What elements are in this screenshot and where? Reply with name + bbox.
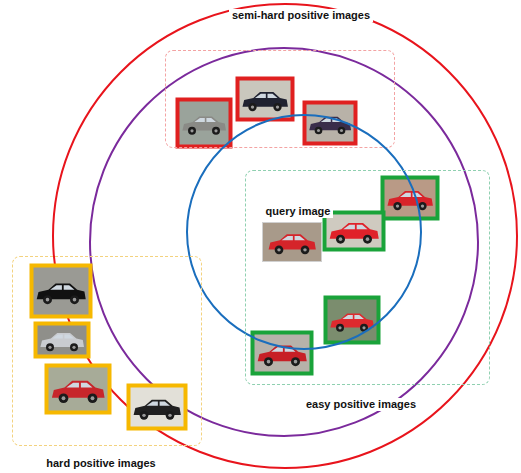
hard-group: hard positive images (12, 256, 202, 446)
semi-hard-group: semi-hard positive images (165, 50, 395, 148)
car-photo (30, 264, 92, 318)
car-photo (236, 77, 294, 121)
outer-circle (53, 4, 517, 468)
query-circle: query image (186, 114, 422, 350)
circle-outline (186, 114, 422, 350)
group-label: hard positive images (43, 457, 158, 470)
middle-circle (90, 48, 478, 436)
car-photo (176, 98, 232, 148)
car-photo (45, 364, 111, 414)
query-photo (262, 222, 322, 262)
group-label: query image (263, 205, 334, 218)
circle-line (187, 115, 421, 349)
car-photo (34, 322, 90, 358)
easy-group: easy positive images (245, 170, 490, 385)
group-label: semi-hard positive images (229, 9, 373, 22)
car-photo (127, 384, 187, 430)
car-photo (251, 331, 313, 375)
group-label: easy positive images (303, 398, 419, 411)
car-photo (324, 296, 380, 344)
